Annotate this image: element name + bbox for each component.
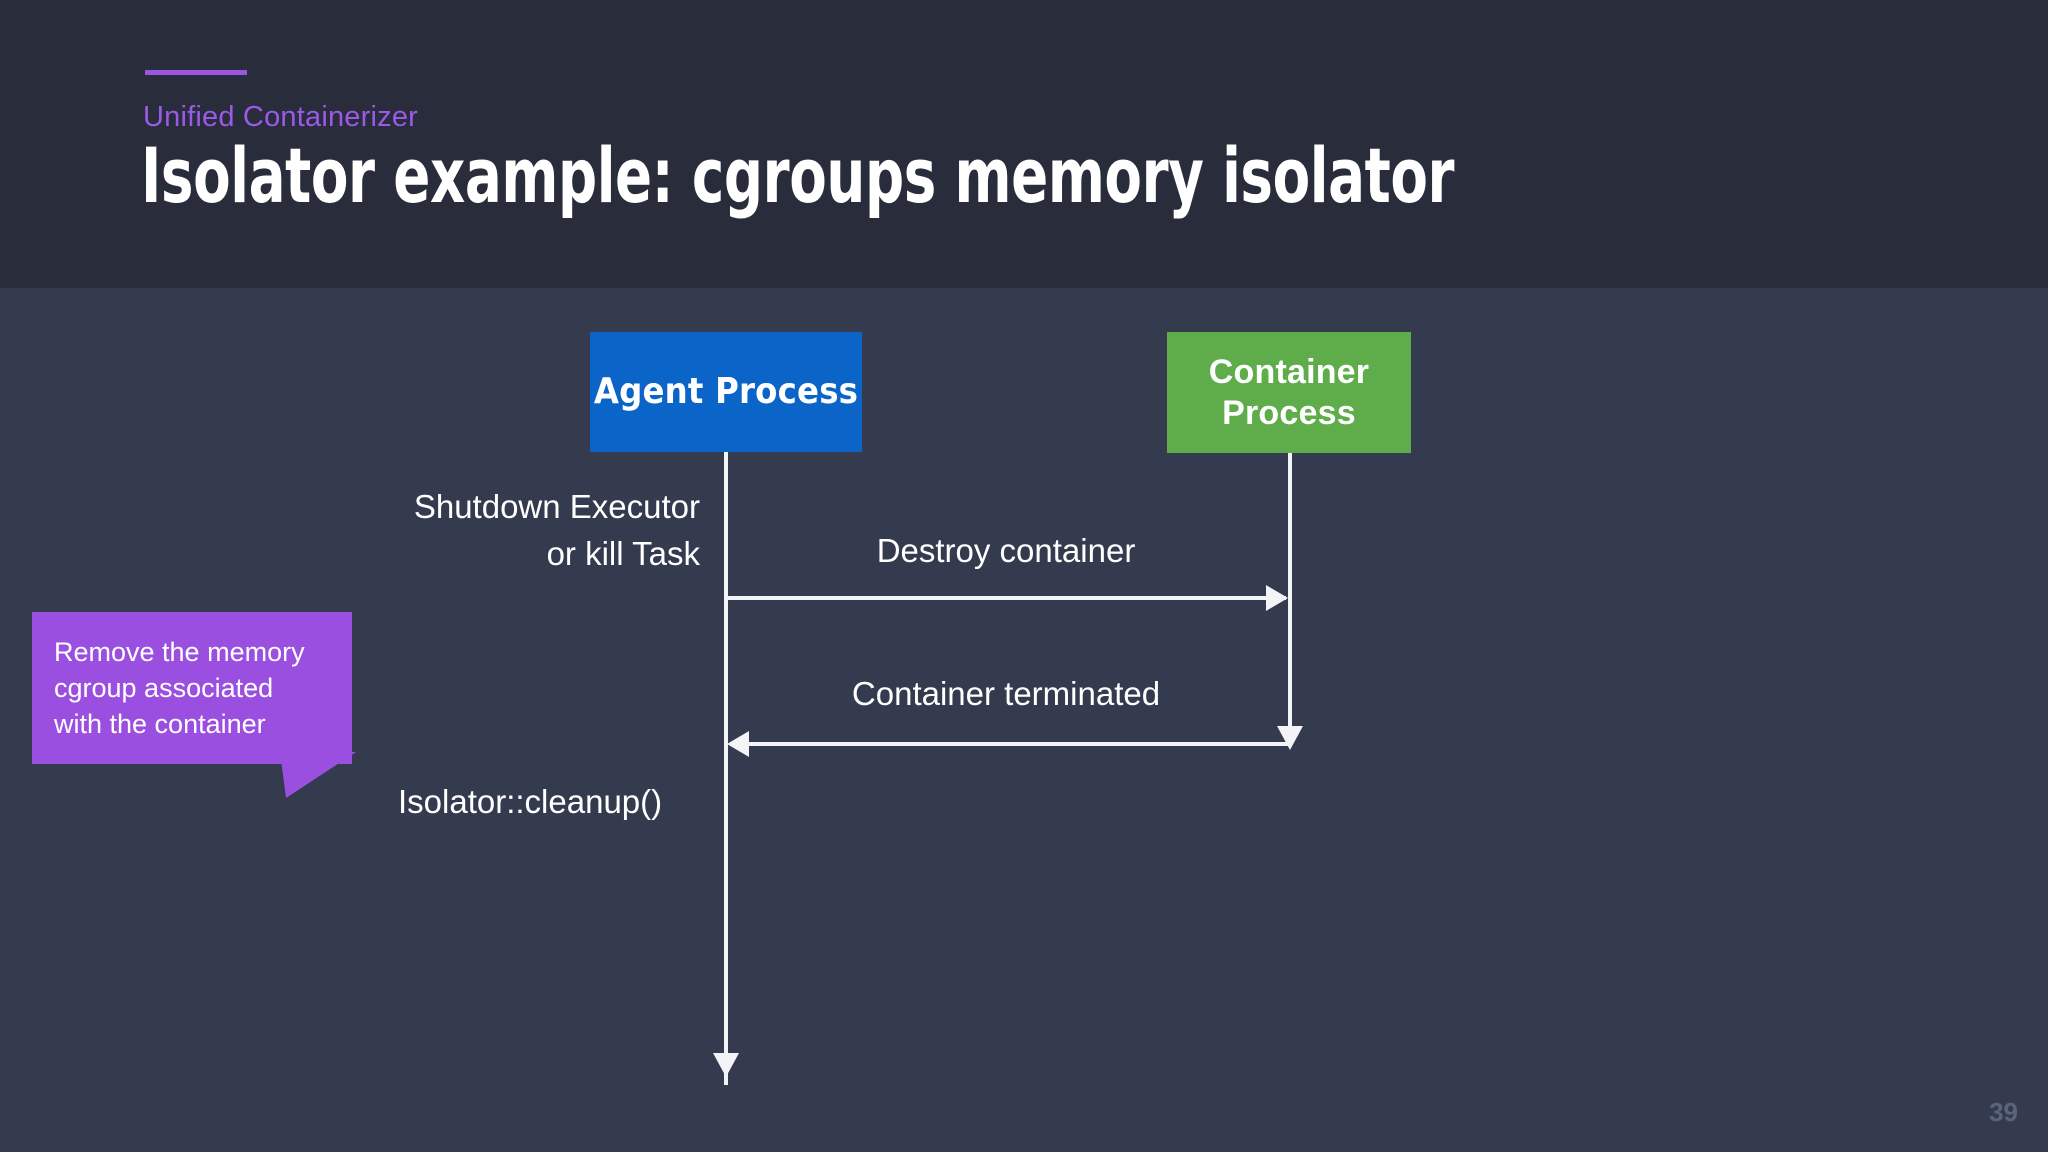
participant-agent-process-label: Agent Process [593,371,859,412]
participant-agent-process: Agent Process [590,332,862,452]
slide-kicker: Unified Containerizer [143,101,418,133]
arrowhead-down-agent-icon [713,1053,739,1077]
participant-container-process: Container Process [1167,332,1411,453]
message-arrow-destroy-container [726,596,1286,600]
message-label-destroy-container: Destroy container [876,532,1136,569]
lifeline-agent [724,452,728,1085]
participant-container-process-label: Container Process [1208,352,1370,432]
message-arrow-container-terminated [730,742,1288,746]
page-number: 39 [1989,1097,2018,1127]
accent-rule [145,70,247,75]
arrowhead-down-container-icon [1277,726,1303,750]
callout-note: Remove the memory cgroup associated with… [32,612,352,764]
slide-header [0,0,2048,288]
arrowhead-left-icon [727,731,749,757]
arrowhead-right-icon [1266,585,1288,611]
message-label-shutdown: Shutdown Executor or kill Task [413,488,700,572]
message-label-container-terminated: Container terminated [851,675,1161,712]
message-label-isolator-cleanup: Isolator::cleanup() [398,783,663,820]
lifeline-container [1288,453,1292,730]
callout-note-text: Remove the memory cgroup associated with… [54,637,305,739]
page-title: Isolator example: cgroups memory isolato… [141,131,1455,220]
